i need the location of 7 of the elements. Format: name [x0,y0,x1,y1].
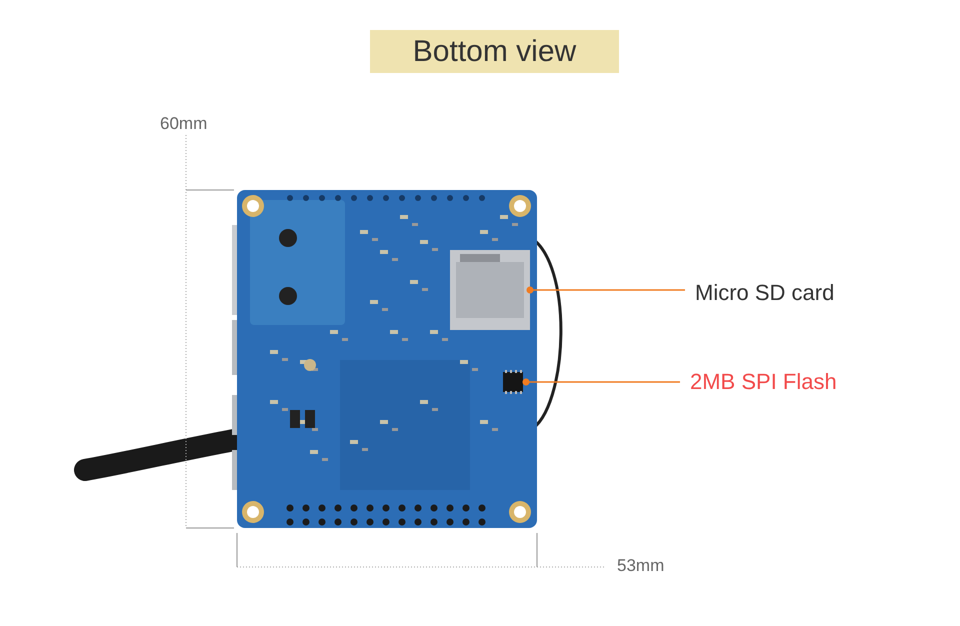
title-banner: Bottom view [370,30,619,73]
dimension-label: 53mm [617,556,664,576]
leader-line [526,286,685,294]
leader-line [522,378,680,386]
dimension-label: 60mm [160,114,208,134]
callout-label: Micro SD card [695,280,834,306]
callout-label: 2MB SPI Flash [690,369,837,395]
